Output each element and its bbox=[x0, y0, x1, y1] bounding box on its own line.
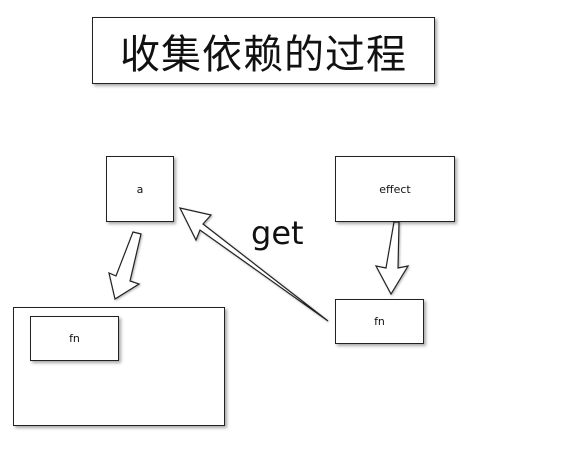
diagram-title: 收集依赖的过程 bbox=[92, 17, 435, 84]
arrow-a-to-container bbox=[108, 231, 142, 300]
node-effect: effect bbox=[335, 156, 455, 222]
node-a: a bbox=[106, 156, 174, 222]
node-fn-right: fn bbox=[335, 299, 424, 344]
edge-label-get: get bbox=[251, 214, 304, 252]
arrow-get-fn-to-a bbox=[178, 207, 329, 322]
arrow-effect-to-fn bbox=[374, 221, 410, 296]
node-fn-left: fn bbox=[30, 316, 119, 361]
